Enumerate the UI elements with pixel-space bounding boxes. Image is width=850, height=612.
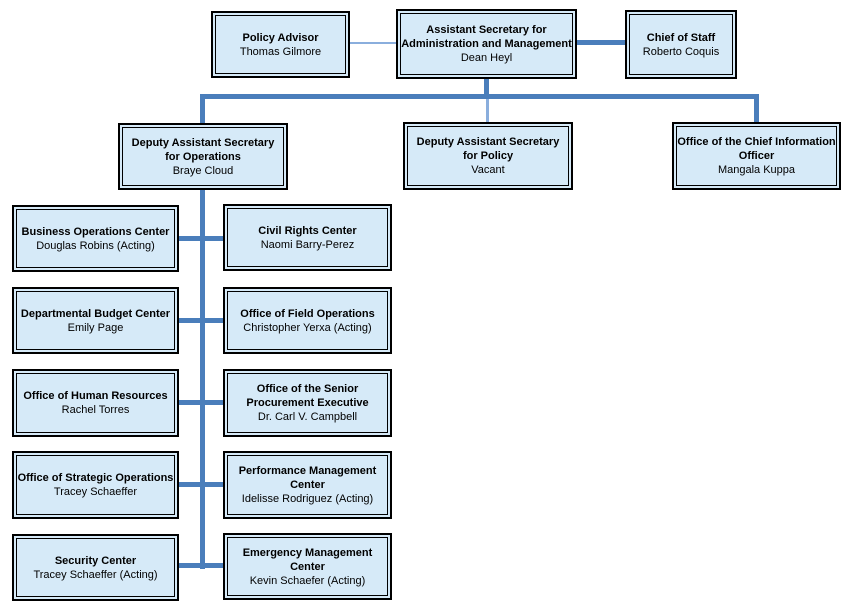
org-box-office-chief-information-officer: Office of the Chief Information Officer … (672, 122, 841, 190)
org-box-title: Assistant Secretary for Administration a… (401, 24, 572, 50)
org-box-title: Office of Human Resources (23, 390, 168, 402)
org-box-person: Idelisse Rodriguez (Acting) (241, 493, 374, 505)
org-box-deputy-assistant-secretary-policy: Deputy Assistant Secretary for Policy Va… (403, 122, 573, 190)
org-box-title: Civil Rights Center (258, 224, 357, 237)
connector-secretary-drop (484, 78, 489, 95)
org-box-person: Douglas Robins (Acting) (36, 239, 155, 252)
org-box-person: Kevin Schaefer (Acting) (249, 574, 366, 587)
connector-stub-row1 (179, 236, 224, 241)
connector-chief-of-staff (577, 40, 625, 45)
org-box-title: Business Operations Center (21, 225, 170, 238)
connector-stub-row4 (179, 482, 224, 487)
org-box-title: Office of the Senior Procurement Executi… (246, 383, 369, 409)
connector-stub-row5 (179, 563, 224, 568)
connector-stub-row2 (179, 318, 224, 323)
org-box-title: Departmental Budget Center (20, 307, 171, 320)
org-box-title: Emergency Management Center (242, 546, 373, 573)
org-box-title: Performance Management Center (238, 465, 377, 491)
org-box-person: Tracey Schaeffer (53, 486, 138, 498)
org-box-title: Deputy Assistant Secretary for Policy (416, 136, 560, 162)
org-box-departmental-budget-center: Departmental Budget Center Emily Page (12, 287, 179, 354)
org-box-office-of-human-resources: Office of Human Resources Rachel Torres (12, 369, 179, 437)
org-box-person: Rachel Torres (61, 404, 130, 416)
org-box-title: Office of Strategic Operations (17, 472, 174, 484)
org-box-title: Deputy Assistant Secretary for Operation… (131, 136, 275, 163)
org-box-person: Tracey Schaeffer (Acting) (33, 568, 158, 581)
org-box-assistant-secretary: Assistant Secretary for Administration a… (396, 9, 577, 79)
org-box-policy-advisor: Policy Advisor Thomas Gilmore (211, 11, 350, 78)
org-box-person: Vacant (471, 164, 505, 176)
org-box-person: Emily Page (67, 321, 124, 334)
connector-drop-ocio (754, 94, 759, 123)
connector-policy-advisor (350, 42, 396, 44)
org-box-person: Naomi Barry-Perez (260, 238, 355, 251)
org-box-title: Security Center (54, 554, 137, 567)
org-box-security-center: Security Center Tracey Schaeffer (Acting… (12, 534, 179, 601)
org-box-person: Christopher Yerxa (Acting) (243, 321, 372, 334)
org-box-office-of-field-operations: Office of Field Operations Christopher Y… (223, 287, 392, 354)
connector-drop-policy (486, 99, 489, 123)
org-box-emergency-management-center: Emergency Management Center Kevin Schaef… (223, 533, 392, 600)
connector-drop-operations (200, 94, 205, 124)
org-box-office-senior-procurement-executive: Office of the Senior Procurement Executi… (223, 369, 392, 437)
org-box-business-operations-center: Business Operations Center Douglas Robin… (12, 205, 179, 272)
org-box-person: Mangala Kuppa (717, 164, 796, 176)
org-box-person: Braye Cloud (172, 164, 234, 177)
org-box-title: Office of Field Operations (240, 307, 375, 320)
org-box-title: Chief of Staff (646, 31, 716, 44)
org-box-person: Roberto Coquis (642, 45, 720, 58)
org-box-person: Dr. Carl V. Campbell (257, 411, 358, 423)
connector-operations-trunk (200, 189, 205, 569)
org-box-civil-rights-center: Civil Rights Center Naomi Barry-Perez (223, 204, 392, 271)
org-box-title: Policy Advisor (242, 31, 319, 44)
org-box-person: Thomas Gilmore (239, 45, 322, 58)
org-box-title: Office of the Chief Information Officer (677, 136, 836, 162)
org-box-performance-management-center: Performance Management Center Idelisse R… (223, 451, 392, 519)
org-box-person: Dean Heyl (460, 52, 513, 64)
org-box-office-of-strategic-operations: Office of Strategic Operations Tracey Sc… (12, 451, 179, 519)
connector-row2-span (200, 94, 759, 99)
org-box-chief-of-staff: Chief of Staff Roberto Coquis (625, 10, 737, 79)
connector-stub-row3 (179, 400, 224, 405)
org-box-deputy-assistant-secretary-operations: Deputy Assistant Secretary for Operation… (118, 123, 288, 190)
